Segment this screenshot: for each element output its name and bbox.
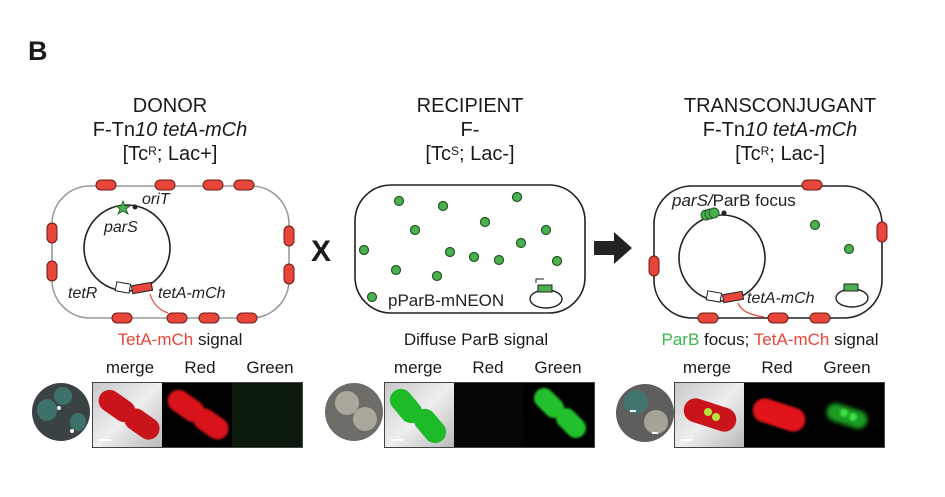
recipient-red-image: [454, 382, 525, 448]
transconjugant-merge-image: [674, 382, 746, 448]
recipient-title: RECIPIENT: [416, 95, 524, 117]
recipient-merge-image: [384, 382, 456, 448]
donor-label-green: Green: [246, 358, 294, 377]
pparb-plasmid: [529, 289, 563, 309]
transconjugant-title: TRANSCONJUGANT: [683, 95, 877, 117]
expression-arrow: [149, 293, 169, 314]
pparb-mneon-label: pParB-mNEON: [388, 291, 504, 310]
teta-label: tetA-mCh: [158, 285, 226, 302]
donor-cell-diagram: oriT parS tetR tetA-mCh: [46, 179, 295, 324]
expression-arrow: [737, 302, 765, 318]
transconjugant-header: TRANSCONJUGANT F-Tn10 tetA-mCh [TcR; Lac…: [620, 94, 940, 166]
recipient-cell-outline: [354, 184, 586, 314]
transconjugant-green-image: [814, 382, 885, 448]
transconjugant-phenotype: [TcR; Lac-]: [735, 143, 825, 165]
parb-mneon-gene: [537, 284, 553, 293]
pars-star-icon: [114, 199, 132, 215]
recipient-genotype: F-: [460, 119, 480, 141]
transconjugant-genotype: F-Tn10 tetA-mCh: [702, 119, 858, 141]
recipient-header: RECIPIENT F- [TcS; Lac-]: [320, 94, 620, 166]
donor-green-image: [232, 382, 303, 448]
transconjugant-label-merge: merge: [682, 358, 732, 377]
donor-red-image: [162, 382, 233, 448]
orit-label: oriT: [142, 191, 171, 208]
chromosome: [678, 214, 766, 302]
donor-header: DONOR F-Tn10 tetA-mCh [TcR; Lac+]: [20, 94, 320, 166]
recipient-cell-diagram: pParB-mNEON: [354, 184, 586, 314]
parb-focus: [700, 207, 720, 221]
donor-label-red: Red: [184, 358, 216, 377]
donor-title: DONOR: [132, 95, 208, 117]
right-arrow-icon: [594, 232, 632, 264]
donor-plate-image: [32, 383, 90, 441]
teta-label: tetA-mCh: [747, 290, 815, 307]
pparb-plasmid: [835, 288, 869, 308]
panel-label: B: [28, 36, 48, 66]
teta-mch-gene: [721, 290, 745, 304]
tetr-label: tetR: [68, 285, 98, 302]
scale-bar: [681, 439, 693, 441]
scale-bar: [391, 439, 403, 441]
pars-parb-focus-label: parS/ParB focus: [671, 191, 796, 210]
recipient-caption: Diffuse ParB signal: [403, 330, 549, 349]
pars-label: parS: [103, 219, 138, 236]
transconjugant-plate-image: [616, 384, 674, 442]
donor-label-merge: merge: [105, 358, 155, 377]
recipient-label-red: Red: [472, 358, 504, 377]
donor-phenotype: [TcR; Lac+]: [122, 143, 218, 165]
recipient-green-image: [524, 382, 595, 448]
recipient-phenotype: [TcS; Lac-]: [425, 143, 515, 165]
parb-mneon-gene: [843, 283, 859, 292]
donor-merge-image: [92, 382, 164, 448]
recipient-label-green: Green: [534, 358, 582, 377]
scale-bar: [99, 439, 111, 441]
cross-operator: X: [311, 235, 332, 268]
tetr-gene: [705, 290, 723, 303]
orit-dot: [132, 204, 138, 210]
transconjugant-cell-diagram: parS/ParB focus tetA-mCh: [648, 179, 888, 324]
f-plasmid-copies: [648, 179, 888, 324]
donor-caption: TetA-mCh signal: [117, 330, 243, 349]
recipient-label-merge: merge: [393, 358, 443, 377]
f-plasmid-copies: [46, 179, 295, 324]
teta-mch-gene: [130, 281, 154, 295]
transconjugant-label-red: Red: [761, 358, 793, 377]
transconjugant-red-image: [744, 382, 815, 448]
donor-genotype: F-Tn10 tetA-mCh: [92, 119, 248, 141]
chromosome: [83, 204, 171, 292]
tetr-gene: [114, 281, 132, 294]
transconjugant-label-green: Green: [823, 358, 871, 377]
free-parb-proteins: [809, 219, 855, 255]
recipient-plate-image: [325, 383, 383, 441]
parb-proteins: [358, 191, 563, 303]
transconjugant-caption: ParB focus; TetA-mCh signal: [661, 330, 879, 349]
